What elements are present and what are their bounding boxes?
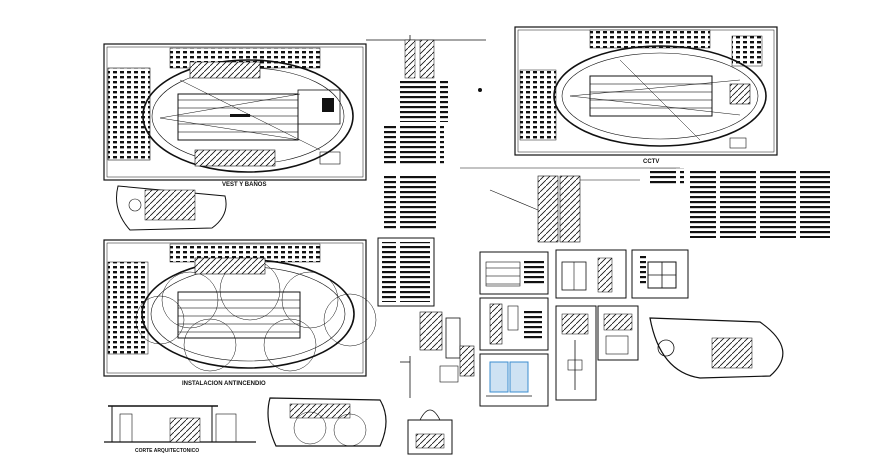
section-title: CORTE ARQUITECTONICO <box>135 448 199 454</box>
plan-cctv: CCTV <box>514 26 778 165</box>
detail-sheet-2 <box>555 249 627 299</box>
detail-sheet-7 <box>597 305 639 361</box>
detail-partial-plan-1 <box>116 185 227 231</box>
notes-block-right <box>650 168 830 238</box>
detail-sheet-1 <box>479 251 549 295</box>
detail-tank <box>407 409 453 455</box>
plan-vest-banos: VEST Y BAÑOS <box>103 43 367 188</box>
legend-box <box>377 237 435 307</box>
detail-sheet-5 <box>479 353 549 407</box>
plan-antincendio-title: INSTALACION ANTINCENDIO <box>182 381 266 387</box>
plan-instalacion-antincendio: INSTALACION ANTINCENDIO <box>103 239 377 387</box>
detail-sheet-6 <box>555 305 597 401</box>
detail-fire-equipment <box>400 311 475 398</box>
section-corte-arquitectonico: CORTE ARQUITECTONICO <box>104 405 256 454</box>
riser-diagram-center <box>384 167 680 243</box>
plan-cctv-title: CCTV <box>643 159 659 165</box>
detail-sheet-4 <box>479 297 549 351</box>
detail-partial-plan-2 <box>649 317 784 379</box>
detail-sheet-3 <box>631 249 689 299</box>
detail-partial-plan-3 <box>267 397 387 447</box>
plan-vest-banos-title: VEST Y BAÑOS <box>222 181 266 188</box>
riser-diagram-top <box>366 35 486 166</box>
